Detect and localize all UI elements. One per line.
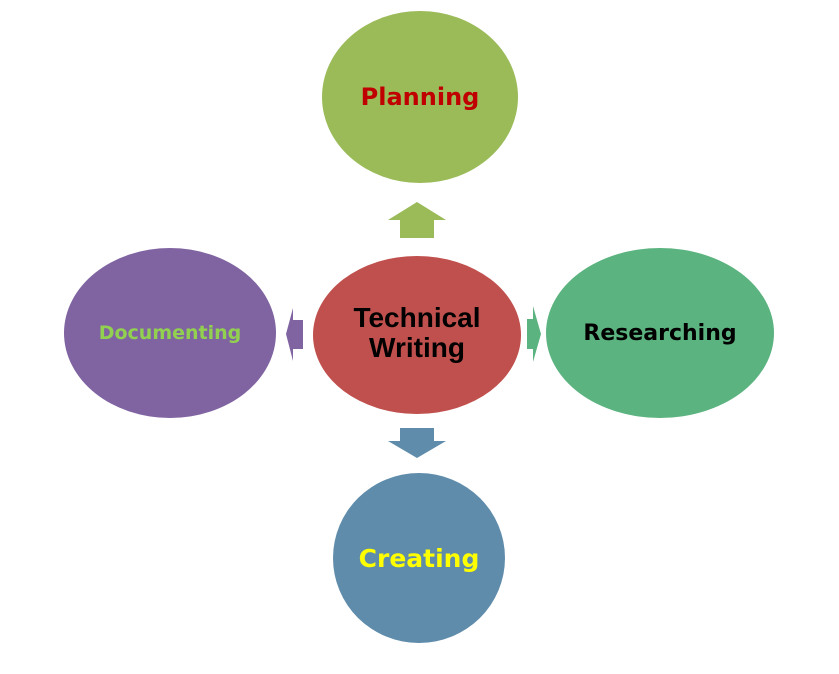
creating-node (333, 473, 505, 643)
arrow-left-icon (286, 308, 303, 361)
arrow-up-icon (388, 202, 446, 238)
documenting-node (64, 248, 276, 418)
center-node (313, 256, 521, 414)
researching-node (546, 248, 774, 418)
planning-node (322, 11, 518, 183)
arrow-right-icon (527, 306, 541, 362)
arrow-down-icon (388, 428, 446, 458)
